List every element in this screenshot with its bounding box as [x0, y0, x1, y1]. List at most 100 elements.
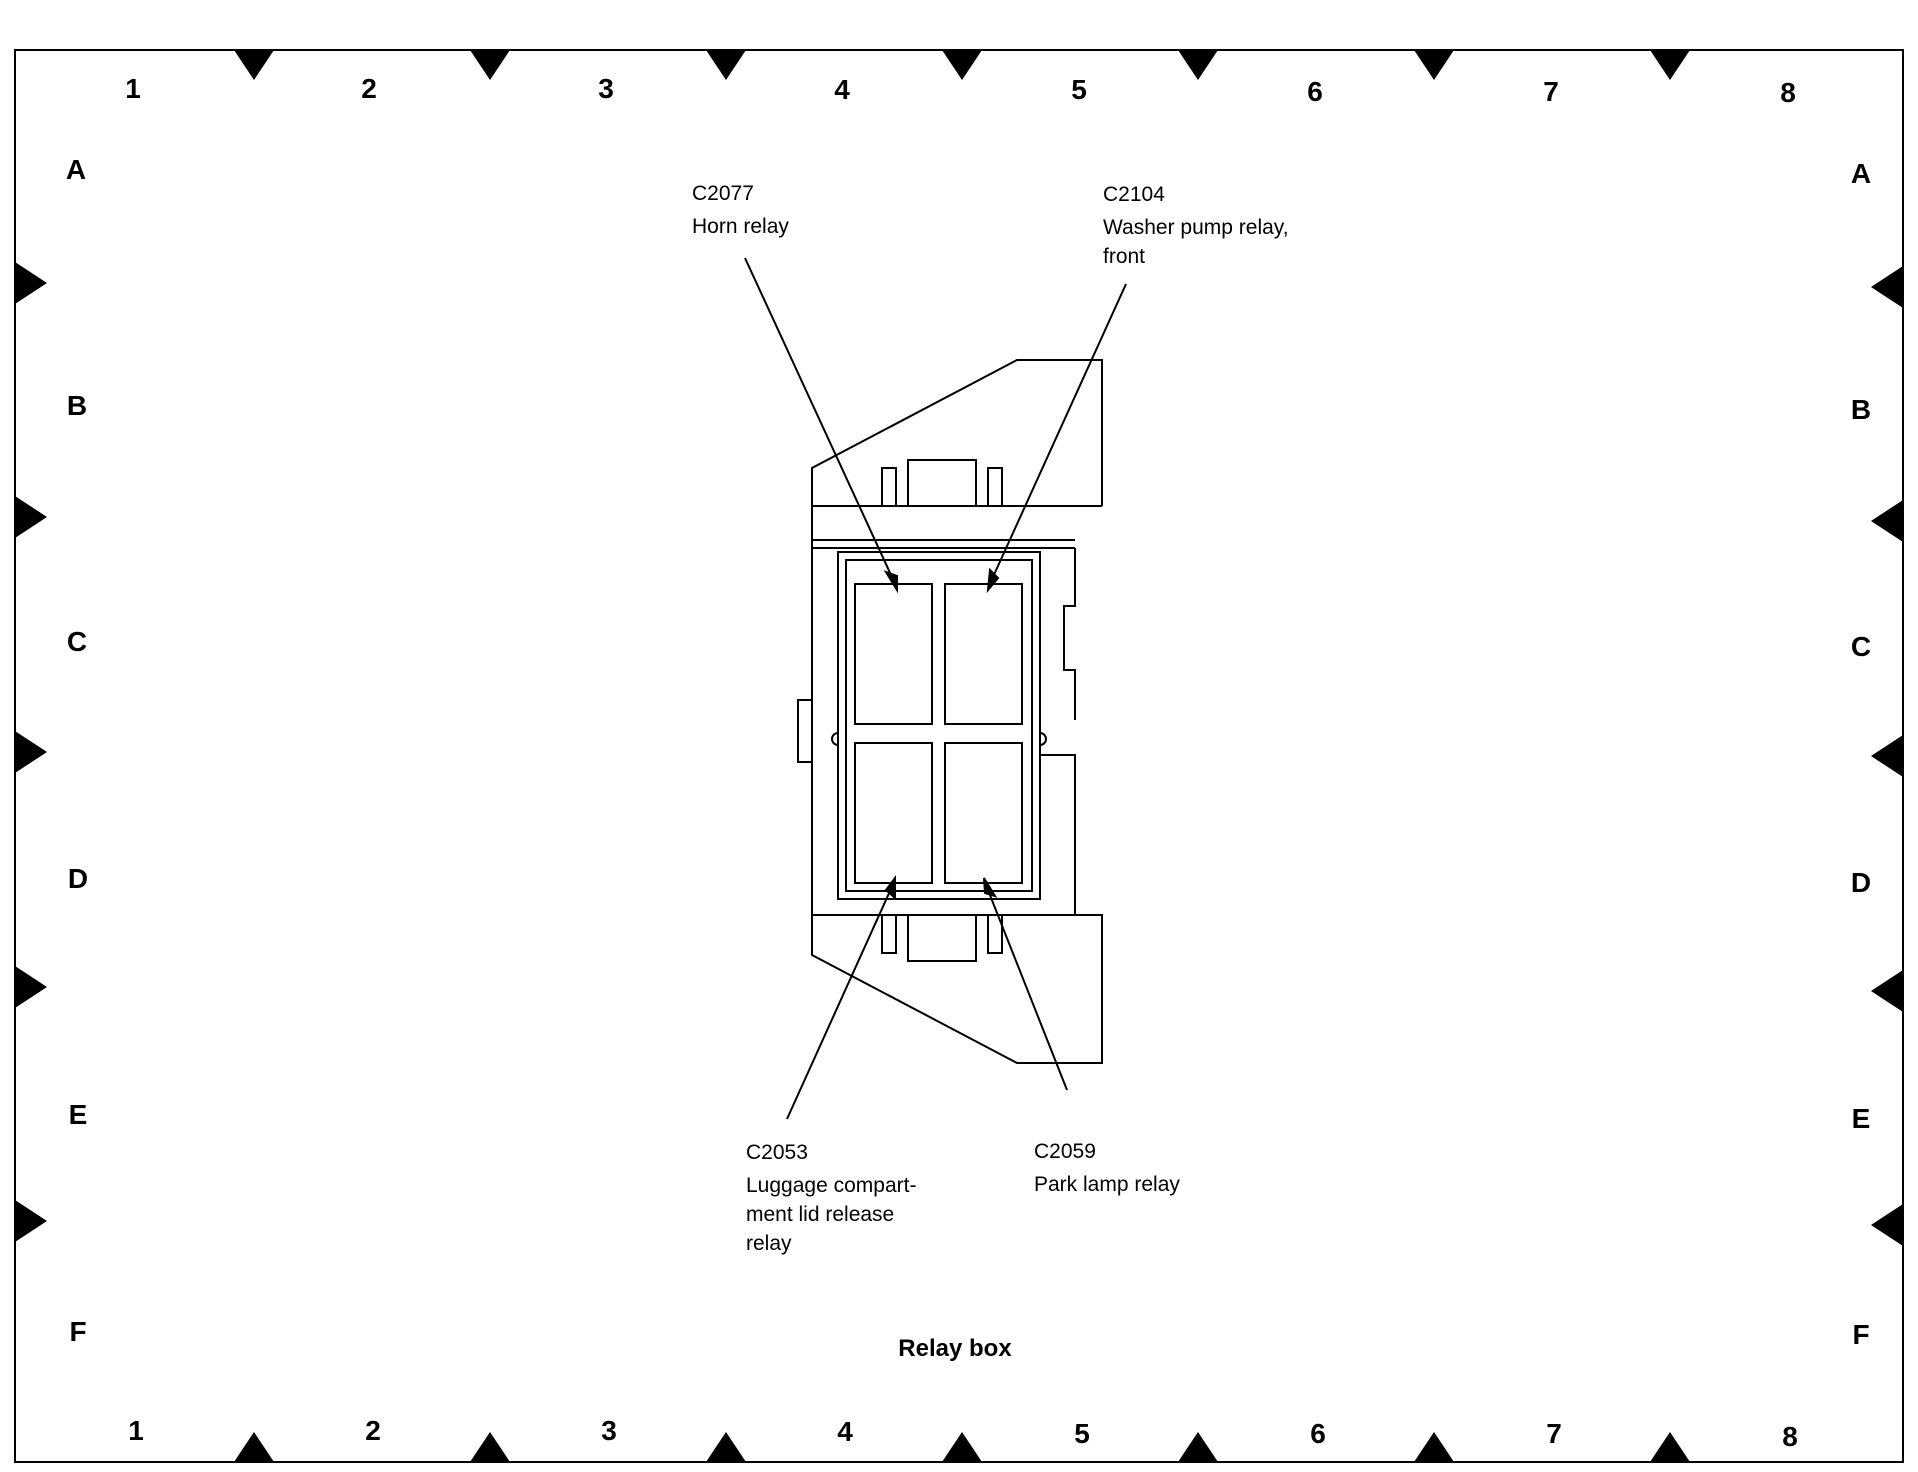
- callout-text: front: [1103, 245, 1145, 268]
- row-label: F: [1852, 1319, 1869, 1350]
- column-label: 7: [1543, 76, 1559, 107]
- zone-marker: [234, 50, 274, 80]
- relay-slot-park: [944, 742, 1023, 884]
- callout-text: relay: [746, 1232, 792, 1255]
- callout-code: C2059: [1034, 1140, 1096, 1163]
- row-label: A: [66, 154, 86, 185]
- column-label: 7: [1546, 1418, 1562, 1449]
- zone-marker: [1178, 50, 1218, 80]
- column-labels-bottom: 1 2 3 4 5 6 7 8: [128, 1415, 1798, 1452]
- callout-text: Horn relay: [692, 215, 789, 238]
- bottom-tab-right: [987, 914, 1003, 954]
- arrowhead-luggage: [884, 875, 896, 901]
- arrowhead-washer: [986, 567, 1000, 594]
- callout-park: C2059 Park lamp relay: [1034, 1140, 1180, 1196]
- zone-marker: [470, 1432, 510, 1462]
- bottom-tab-left: [881, 914, 897, 954]
- column-label: 4: [837, 1416, 853, 1447]
- column-label: 1: [128, 1415, 144, 1446]
- body-right-edge-lower: [1040, 754, 1076, 915]
- column-label: 1: [125, 73, 141, 104]
- side-notch-right: [1039, 732, 1047, 746]
- column-label: 8: [1780, 77, 1796, 108]
- column-labels-top: 1 2 3 4 5 6 7 8: [125, 73, 1796, 108]
- zone-marker: [15, 496, 47, 538]
- top-latch: [907, 459, 977, 507]
- callout-text: Park lamp relay: [1034, 1173, 1180, 1196]
- relay-slot-washer: [944, 583, 1023, 725]
- row-label: E: [69, 1099, 88, 1130]
- leader-horn: [744, 257, 898, 589]
- zone-marker: [706, 1432, 746, 1462]
- zone-marker: [15, 966, 47, 1008]
- zone-marker: [1650, 50, 1690, 80]
- side-clip: [797, 699, 813, 763]
- row-label: F: [69, 1316, 86, 1347]
- callout-code: C2104: [1103, 183, 1165, 206]
- row-labels-left: A B C D E F: [66, 154, 88, 1347]
- row-label: B: [1851, 394, 1871, 425]
- column-label: 5: [1071, 74, 1087, 105]
- bottom-latch: [907, 914, 977, 962]
- zone-marker: [942, 50, 982, 80]
- row-label: A: [1851, 158, 1871, 189]
- row-label: B: [67, 390, 87, 421]
- zone-marker: [470, 50, 510, 80]
- zone-marker: [15, 1200, 47, 1242]
- callout-text: ment lid release: [746, 1203, 894, 1226]
- column-label: 5: [1074, 1418, 1090, 1449]
- zone-marker: [1414, 50, 1454, 80]
- callout-luggage: C2053 Luggage compart- ment lid release …: [746, 1141, 916, 1255]
- zone-marker: [1178, 1432, 1218, 1462]
- housing-bottom: [811, 914, 1103, 1064]
- zone-marker: [1650, 1432, 1690, 1462]
- column-label: 3: [598, 73, 614, 104]
- relay-frame-outer: [837, 551, 1041, 900]
- housing-top: [811, 359, 1103, 540]
- zone-marker: [1871, 500, 1903, 542]
- relay-box: [797, 359, 1103, 1064]
- relay-frame-inner: [845, 559, 1033, 892]
- arrowhead-park: [983, 877, 998, 898]
- callout-washer: C2104 Washer pump relay, front: [1103, 183, 1289, 268]
- callout-horn: C2077 Horn relay: [692, 182, 789, 238]
- zone-marker: [15, 262, 47, 304]
- body-right-edge: [1063, 548, 1076, 720]
- leader-park: [983, 879, 1068, 1091]
- top-tab-left: [881, 467, 897, 507]
- row-label: C: [1851, 631, 1871, 662]
- column-label: 6: [1307, 76, 1323, 107]
- callout-code: C2077: [692, 182, 754, 205]
- relay-slot-luggage: [854, 742, 933, 884]
- zone-marker: [234, 1432, 274, 1462]
- relay-slot-horn: [854, 583, 933, 725]
- row-label: C: [67, 626, 87, 657]
- column-label: 2: [361, 73, 377, 104]
- zone-marker: [1871, 735, 1903, 777]
- column-label: 8: [1782, 1421, 1798, 1452]
- zone-marker: [1871, 970, 1903, 1012]
- border-markers: [15, 50, 1903, 1462]
- zone-marker: [1871, 1204, 1903, 1246]
- leader-lines: [744, 257, 1127, 1120]
- leader-washer: [987, 283, 1127, 589]
- diagram-caption: Relay box: [898, 1335, 1012, 1362]
- zone-marker: [15, 731, 47, 773]
- zone-marker: [706, 50, 746, 80]
- callout-code: C2053: [746, 1141, 808, 1164]
- side-notch-left: [831, 732, 839, 746]
- row-label: E: [1852, 1103, 1871, 1134]
- zone-marker: [942, 1432, 982, 1462]
- row-label: D: [1851, 867, 1871, 898]
- leader-luggage: [786, 879, 896, 1120]
- arrowhead-horn: [883, 570, 898, 594]
- column-label: 2: [365, 1415, 381, 1446]
- column-label: 4: [834, 74, 850, 105]
- row-labels-right: A B C D E F: [1851, 158, 1871, 1350]
- callout-text: Washer pump relay,: [1103, 216, 1289, 239]
- zone-marker: [1871, 266, 1903, 308]
- column-label: 6: [1310, 1418, 1326, 1449]
- column-label: 3: [601, 1415, 617, 1446]
- row-label: D: [68, 863, 88, 894]
